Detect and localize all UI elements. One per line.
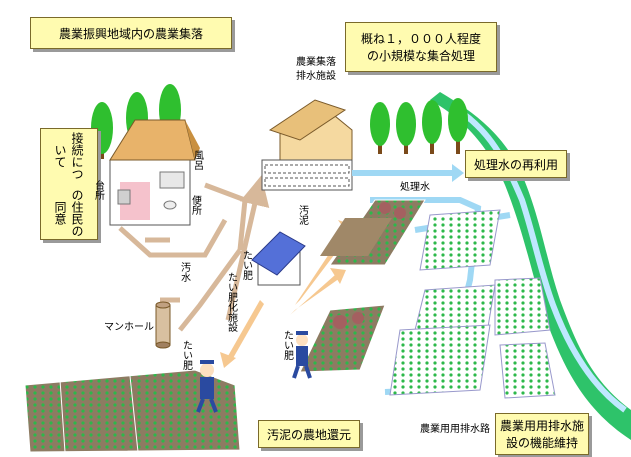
bath-label: 風呂	[191, 150, 203, 170]
sewage-label: 汚水	[178, 262, 190, 282]
scale-box: 概ね１，０００人程度 の小規模な集合処理	[345, 22, 497, 72]
scale-box-line-2: の小規模な集合処理	[366, 49, 475, 63]
sludge-box: 汚泥の農地還元	[258, 420, 360, 448]
treated-water-label: 処理水	[400, 182, 430, 193]
scale-box-line-1: 概ね１，０００人程度	[360, 32, 481, 46]
compost-label-3: たい肥	[240, 250, 252, 280]
channel-label: 農業用用排水路	[420, 424, 490, 435]
reuse-box: 処理水の再利用	[465, 150, 567, 178]
river	[430, 92, 631, 440]
farmer-left	[196, 360, 218, 413]
house-cutaway	[109, 119, 200, 226]
consent-box-line-1: 接続について	[53, 131, 84, 180]
plant-label-line-2: 排水施設	[296, 70, 336, 82]
title-box: 農業振興地域内の農業集落	[30, 17, 232, 49]
manhole-label: マンホール	[104, 322, 154, 333]
facility-box: 農業用用排水施 設の機能維持	[495, 413, 589, 455]
plant-label-line-1: 農業集落	[296, 57, 336, 68]
compost-label-1: たい肥	[180, 340, 192, 370]
facility-box-line-1: 農業用用排水施	[499, 419, 584, 433]
compost-label-2: たい肥	[281, 330, 293, 360]
facility-box-line-2: 設の機能維持	[505, 436, 578, 450]
consent-box: 接続について の住民の同意	[40, 128, 98, 240]
field-right	[389, 209, 556, 399]
treatment-plant	[261, 99, 353, 191]
farmer-center	[292, 331, 312, 379]
sewage-flow-arrow	[225, 175, 270, 321]
manhole	[155, 301, 171, 349]
kitchen-label: 台所	[92, 180, 104, 200]
compost-facility-label: たい肥化施設	[225, 272, 237, 332]
consent-box-line-2: の住民の同意	[53, 188, 84, 237]
field-left	[24, 369, 241, 453]
compost-facility	[251, 231, 306, 286]
tree-group-right	[370, 98, 468, 154]
toilet-label: 便所	[189, 195, 201, 215]
field-center	[299, 199, 426, 373]
sludge-label: 汚泥	[296, 205, 308, 225]
plant-label: 農業集落 排水施設	[296, 56, 336, 83]
